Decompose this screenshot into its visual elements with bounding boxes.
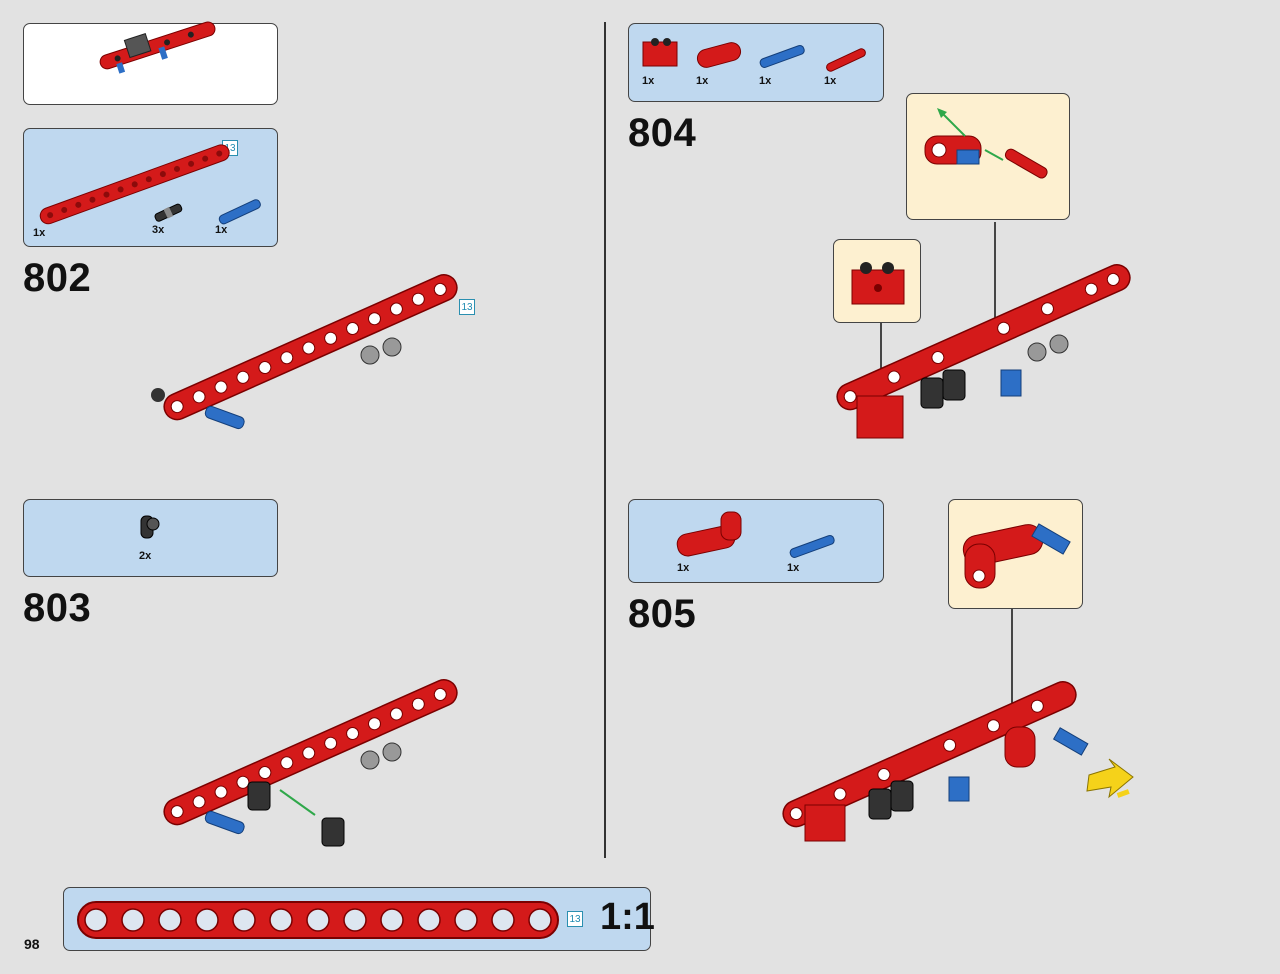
angle-beam-subassembly [962, 523, 1071, 589]
qty-label: 1x [824, 75, 837, 87]
step-number-804: 804 [628, 111, 697, 155]
brick-illustration [851, 262, 905, 305]
step-803-parts-panel: 2x [23, 499, 278, 577]
step-805-parts-panel: 1x 1x [628, 499, 884, 583]
length-tag: 13 [459, 299, 475, 315]
red-beam-13-part [39, 144, 261, 225]
qty-label: 1x [677, 562, 690, 574]
step-number-803: 803 [23, 586, 92, 630]
step-804-parts [642, 38, 866, 72]
scale-label: 1:1 [600, 896, 655, 938]
step-804-assembly [836, 222, 1131, 439]
qty-label: 3x [152, 224, 165, 236]
step-805-parts [676, 511, 835, 558]
sub-assembly-illustration [924, 108, 1048, 179]
step-804-subassembly-callout [906, 93, 1070, 220]
step-804-brick-callout [833, 239, 921, 323]
qty-label: 1x [787, 562, 800, 574]
step-802-assembly [151, 274, 458, 430]
qty-label: 1x [33, 227, 46, 239]
black-angle-connector-part [140, 515, 160, 539]
step-803-assembly [163, 679, 458, 847]
step-805-assembly [782, 609, 1134, 842]
length-tag: 13 [567, 911, 583, 927]
blue-pin-part [218, 199, 261, 225]
page-divider [604, 22, 606, 858]
page-number: 98 [24, 936, 40, 952]
black-pin-part [154, 203, 183, 222]
preview-model-illustration [99, 21, 216, 74]
qty-label: 1x [642, 75, 655, 87]
scale-beam-13 [77, 901, 559, 939]
qty-label: 1x [215, 224, 228, 236]
step-804-parts-panel: 1x 1x 1x 1x [628, 23, 884, 102]
scale-bar-panel: 13 [63, 887, 651, 951]
step-number-802: 802 [23, 256, 92, 300]
step-number-805: 805 [628, 592, 697, 636]
top-preview-box [23, 21, 278, 105]
step-805-subassembly-callout [948, 499, 1083, 609]
qty-label: 2x [139, 550, 152, 562]
qty-label: 1x [759, 75, 772, 87]
qty-label: 1x [696, 75, 709, 87]
step-802-parts-panel: 13 1x 3x 1x [23, 128, 278, 247]
